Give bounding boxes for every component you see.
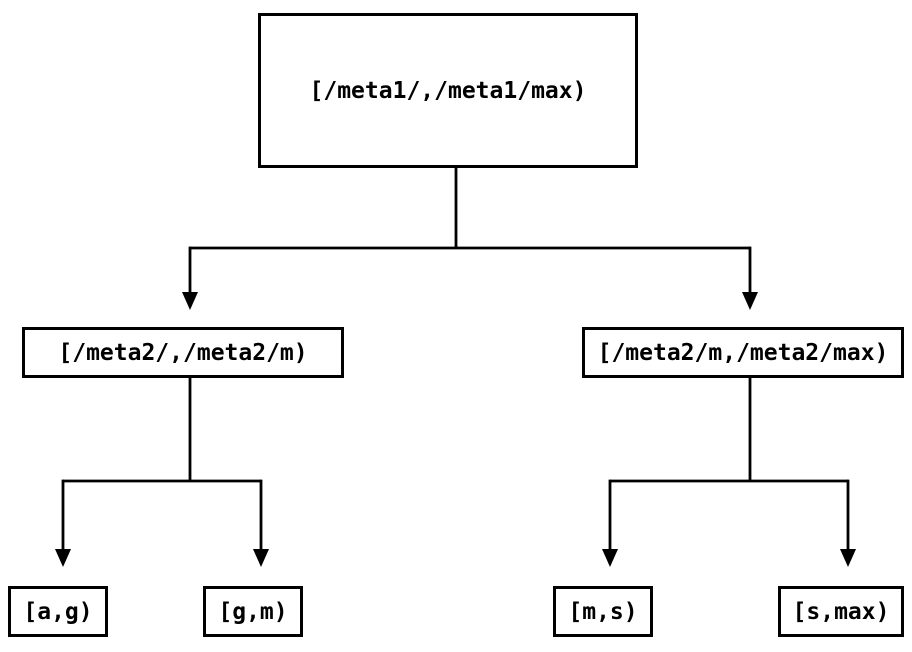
tree-node-root-label: [/meta1/,/meta1/max) xyxy=(309,77,587,104)
tree-node-leaf-ms-label: [m,s) xyxy=(568,598,638,625)
tree-node-leaf-smax: [s,max) xyxy=(778,586,904,637)
tree-node-meta2-low-label: [/meta2/,/meta2/m) xyxy=(58,339,308,366)
tree-node-leaf-ag: [a,g) xyxy=(8,586,108,637)
arrowhead-down-icon xyxy=(55,549,71,567)
edge-lines xyxy=(61,168,850,550)
arrowhead-down-icon xyxy=(602,549,618,567)
arrowhead-down-icon xyxy=(182,292,198,310)
arrowhead-down-icon xyxy=(840,549,856,567)
arrowhead-down-icon xyxy=(253,549,269,567)
arrowhead-down-icon xyxy=(742,292,758,310)
tree-node-leaf-gm-label: [g,m) xyxy=(218,598,288,625)
tree-node-root: [/meta1/,/meta1/max) xyxy=(258,13,638,168)
tree-node-leaf-smax-label: [s,max) xyxy=(792,598,890,625)
tree-node-meta2-high: [/meta2/m,/meta2/max) xyxy=(582,327,904,378)
tree-node-leaf-ag-label: [a,g) xyxy=(23,598,93,625)
tree-node-leaf-gm: [g,m) xyxy=(203,586,303,637)
tree-node-leaf-ms: [m,s) xyxy=(553,586,653,637)
tree-node-meta2-low: [/meta2/,/meta2/m) xyxy=(22,327,344,378)
arrowheads xyxy=(55,292,856,567)
tree-node-meta2-high-label: [/meta2/m,/meta2/max) xyxy=(597,339,889,366)
